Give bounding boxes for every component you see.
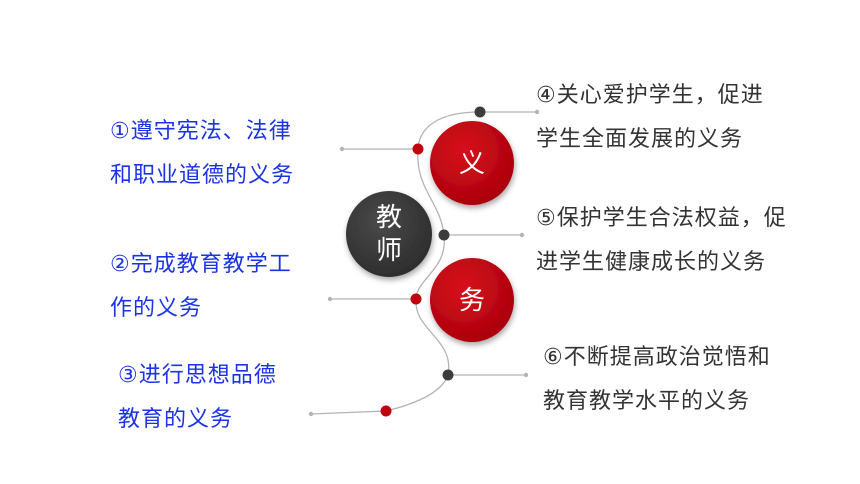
duty-item-1: ①遵守宪法、法律 和职业道德的义务 (110, 110, 294, 198)
duty-2-line1: ②完成教育教学工 (110, 252, 292, 277)
duty-2-line2: 作的义务 (110, 296, 203, 321)
endpoint-duty-2 (327, 296, 333, 302)
junction-dot-duty-2 (410, 293, 422, 305)
junction-dot-duty-6 (442, 369, 454, 381)
duty-item-4: ④关心爱护学生，促进 学生全面发展的义务 (536, 74, 764, 162)
center-label-line1: 教 (376, 203, 402, 233)
endpoint-duty-6 (523, 372, 529, 378)
circle-bottom-label: 务 (459, 286, 485, 316)
duty-1-line2: 和职业道德的义务 (110, 163, 295, 188)
duty-5-line1: ⑤保护学生合法权益，促 (536, 206, 787, 231)
center-label-line2: 师 (376, 236, 402, 266)
connector-duty-3 (310, 410, 387, 415)
endpoint-duty-5 (519, 232, 525, 238)
duty-3-line1: ③进行思想品德 (118, 363, 277, 388)
junction-dot-duty-1 (412, 143, 424, 155)
duty-3-line2: 教育的义务 (118, 407, 234, 432)
duty-item-6: ⑥不断提高政治觉悟和 教育教学水平的义务 (543, 336, 771, 424)
junction-dot-duty-4 (474, 106, 486, 118)
endpoint-duty-3 (308, 411, 314, 417)
endpoint-duty-1 (339, 146, 345, 152)
duty-item-5: ⑤保护学生合法权益，促 进学生健康成长的义务 (536, 197, 787, 285)
junction-dot-duty-5 (438, 229, 450, 241)
duty-item-3: ③进行思想品德 教育的义务 (118, 354, 277, 442)
duty-4-line1: ④关心爱护学生，促进 (536, 83, 764, 108)
circle-top-label: 义 (459, 149, 485, 179)
duty-1-line1: ①遵守宪法、法律 (110, 119, 292, 144)
endpoint-duty-4 (534, 109, 540, 115)
junction-dot-duty-3 (380, 405, 392, 417)
circle-top (430, 121, 514, 205)
duty-4-line2: 学生全面发展的义务 (536, 127, 744, 152)
circle-bottom (430, 258, 514, 342)
duty-6-line1: ⑥不断提高政治觉悟和 (543, 345, 771, 370)
circle-center (346, 191, 432, 277)
duty-5-line2: 进学生健康成长的义务 (536, 250, 767, 275)
duty-6-line2: 教育教学水平的义务 (543, 389, 751, 414)
duty-item-2: ②完成教育教学工 作的义务 (110, 243, 292, 331)
